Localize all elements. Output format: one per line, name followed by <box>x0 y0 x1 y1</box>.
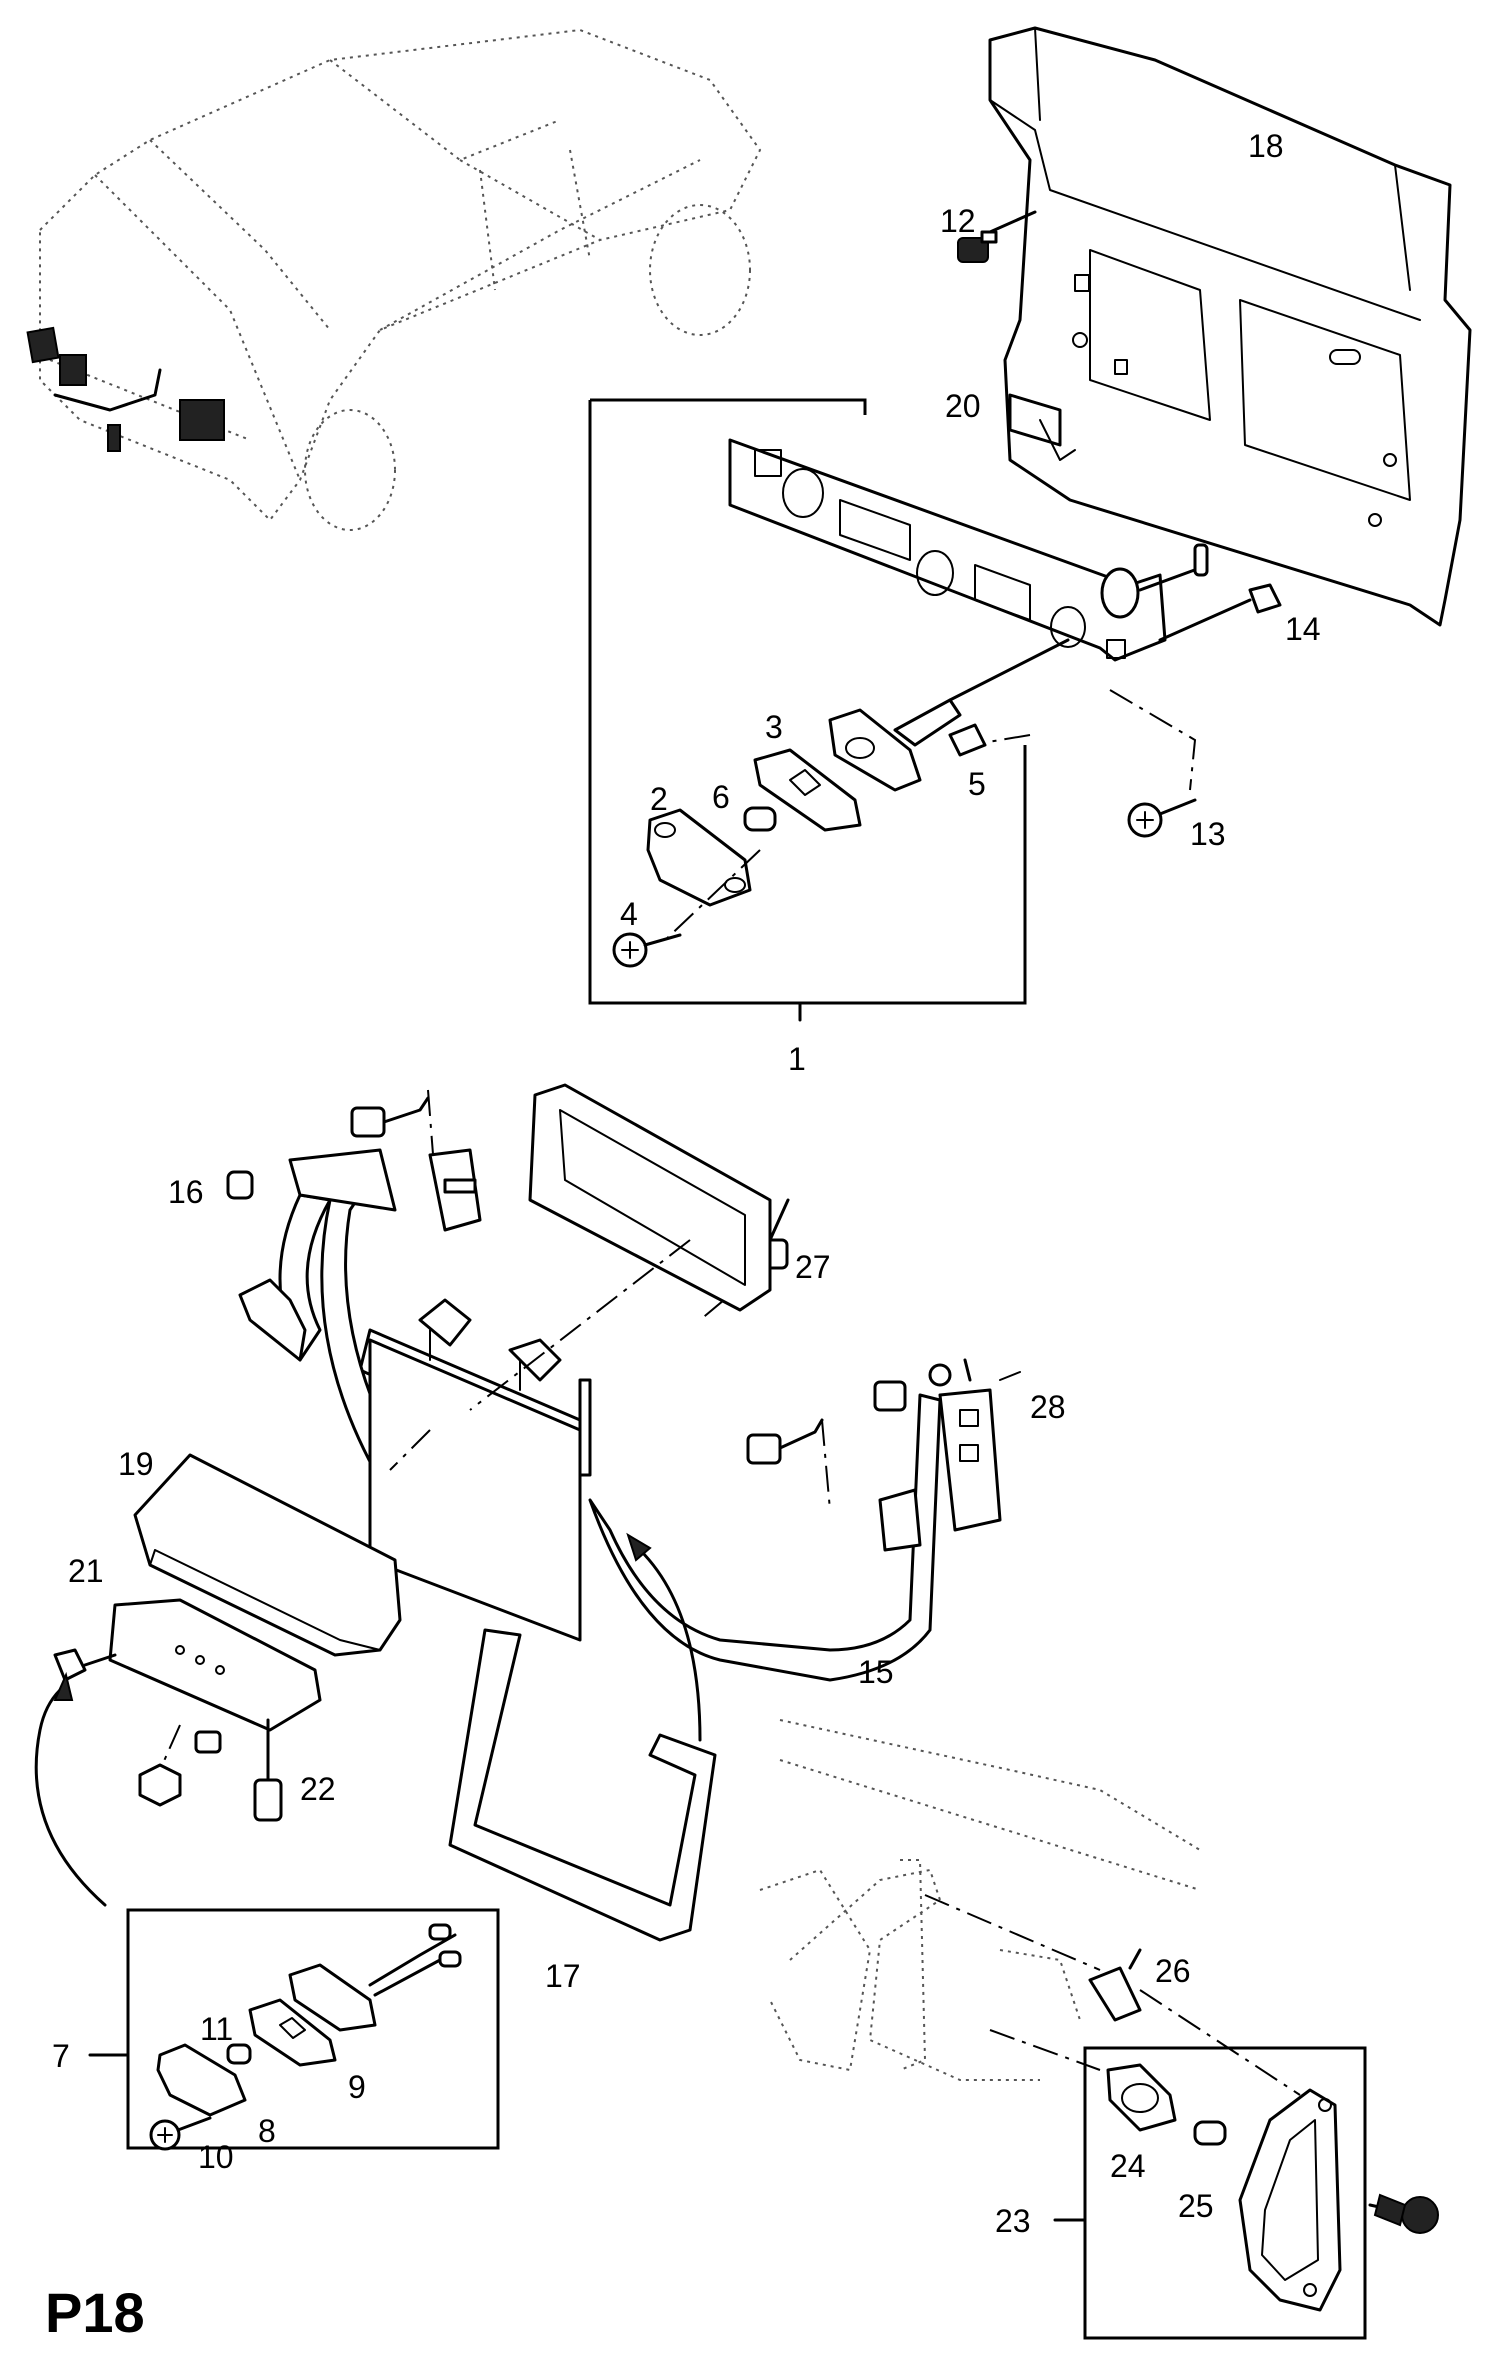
line-to-26 <box>924 1894 1101 1971</box>
plate-17 <box>448 1628 717 1942</box>
callout-labels: 1 2 3 4 5 6 7 8 9 10 11 12 13 14 15 16 1… <box>45 128 1321 2344</box>
callout-21: 21 <box>68 1553 104 1589</box>
chassis-outline <box>759 1719 1201 2081</box>
lamp-housing <box>828 698 962 792</box>
callout-6: 6 <box>712 779 730 815</box>
callout-28: 28 <box>1030 1389 1066 1425</box>
callout-10: 10 <box>198 2139 234 2175</box>
callout-1: 1 <box>788 1041 806 1077</box>
callout-2: 2 <box>650 781 668 817</box>
callout-8: 8 <box>258 2113 276 2149</box>
callout-27: 27 <box>795 1249 831 1285</box>
callout-13: 13 <box>1190 816 1226 852</box>
callout-24: 24 <box>1110 2148 1146 2184</box>
vehicle-overview-illustration <box>26 28 762 531</box>
grommet-wire <box>948 543 1209 702</box>
callout-5: 5 <box>968 766 986 802</box>
tailgate-panel <box>988 26 1472 627</box>
bulb-6 <box>743 806 777 832</box>
bracket-20 <box>1008 393 1076 461</box>
assembly-7-box <box>126 1908 500 2150</box>
callout-9: 9 <box>348 2069 366 2105</box>
page-code: P18 <box>45 2281 145 2344</box>
line-to-24 <box>989 2029 1101 2071</box>
light-bar-27 <box>389 1083 772 1471</box>
callout-16: 16 <box>168 1174 204 1210</box>
callout-3: 3 <box>765 709 783 745</box>
clip-14 <box>1158 583 1282 642</box>
clip-26 <box>1088 1948 1142 2022</box>
callout-23: 23 <box>995 2203 1031 2239</box>
callout-12: 12 <box>940 203 976 239</box>
arrow-to-bracket <box>34 1688 107 1907</box>
seal-3 <box>753 748 862 832</box>
bracket-21 <box>53 1598 322 1732</box>
tow-frame-15 <box>238 1148 1002 1682</box>
callout-7: 7 <box>52 2038 70 2074</box>
lamp-cover-19 <box>133 1453 402 1657</box>
arrow-to-frame <box>638 1548 702 1742</box>
callout-14: 14 <box>1285 611 1321 647</box>
callout-26: 26 <box>1155 1953 1191 1989</box>
arrow-head-bracket <box>53 1671 74 1701</box>
callout-4: 4 <box>620 896 638 932</box>
callout-19: 19 <box>118 1446 154 1482</box>
screw-12 <box>957 210 1037 263</box>
line-to-lamp <box>1139 1989 1301 2096</box>
bracket-28-assembly <box>746 1358 1021 1511</box>
arrow-head-frame <box>626 1532 652 1562</box>
assembly-23-box <box>1083 2046 1367 2340</box>
callout-11: 11 <box>200 2011 233 2047</box>
screw-4 <box>612 849 761 968</box>
clip-5 <box>948 723 1031 757</box>
lens-2 <box>646 808 752 907</box>
screw-13 <box>1109 689 1197 838</box>
assembly-1-box <box>588 398 1027 1005</box>
fixings-22 <box>138 1718 283 1822</box>
assembly-7-parts <box>149 1923 462 2151</box>
callout-25: 25 <box>1178 2188 1214 2224</box>
callout-15: 15 <box>858 1654 894 1690</box>
callout-20: 20 <box>945 388 981 424</box>
nut-16 <box>226 1170 254 1200</box>
callout-18: 18 <box>1248 128 1284 164</box>
callout-17: 17 <box>545 1958 581 1994</box>
assembly-23-parts <box>1106 2063 1439 2312</box>
callout-22: 22 <box>300 1771 336 1807</box>
